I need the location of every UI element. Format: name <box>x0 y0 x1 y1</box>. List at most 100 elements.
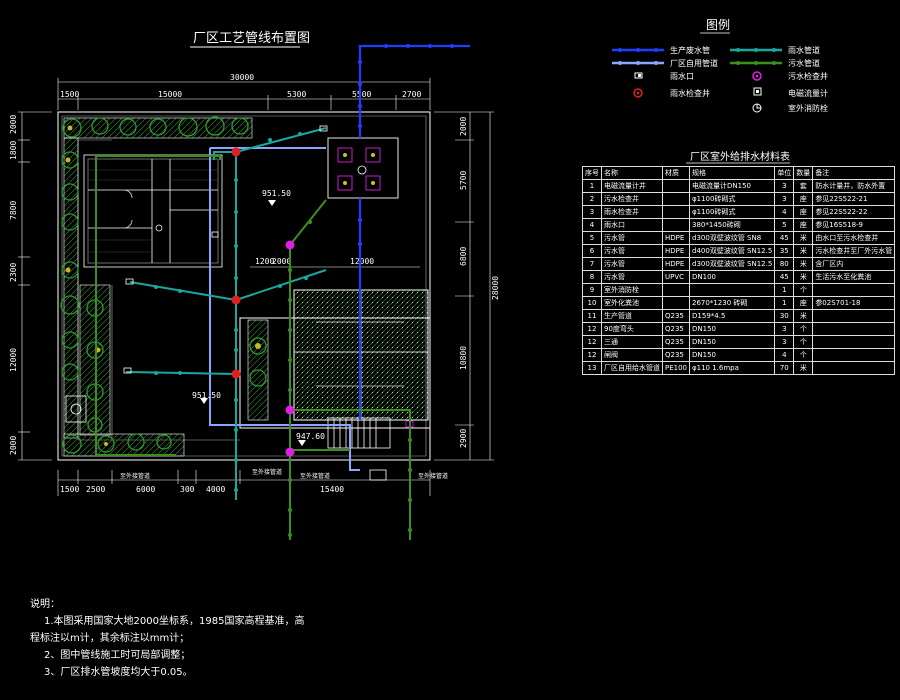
production-pipe-nodes <box>358 44 454 246</box>
planting-strip-bottom <box>63 433 185 457</box>
dim-left-2: 7800 <box>9 201 18 220</box>
dim-mid-0: 1200 <box>255 257 274 266</box>
table-cell: 电磁流量计DN150 <box>689 179 776 193</box>
table-cell: 米 <box>793 257 814 271</box>
table-cell: 4 <box>774 348 795 362</box>
table-cell: D159*4.5 <box>689 309 776 323</box>
col-material: 材质 <box>661 166 691 180</box>
table-cell <box>812 361 896 375</box>
table-cell: 9 <box>582 283 602 297</box>
table-cell: 套 <box>793 179 814 193</box>
table-cell: 6 <box>582 244 602 258</box>
table-cell: 含厂区内 <box>812 257 896 271</box>
self-use-pipe <box>209 147 360 471</box>
dim-left-1: 1800 <box>9 141 18 160</box>
table-cell: 米 <box>793 270 814 284</box>
table-cell: 参见22S522-21 <box>812 192 896 206</box>
equipment-box-left <box>65 395 87 423</box>
svg-text:厂区自用管道: 厂区自用管道 <box>670 58 718 68</box>
table-cell: 座 <box>793 296 814 310</box>
dim-bottom-2: 6000 <box>136 485 155 494</box>
table-cell: Q235 <box>661 348 691 362</box>
notes-line: 程标注以m计，其余标注以mm计； <box>30 633 190 644</box>
table-cell: 35 <box>774 244 795 258</box>
rain-well <box>231 295 241 305</box>
planting-strip-top <box>63 117 253 139</box>
table-cell: 3 <box>774 335 795 349</box>
table-cell: 380*1450砖砌 <box>689 218 776 232</box>
table-cell: PE100 <box>661 361 691 375</box>
table-cell: 个 <box>793 283 814 297</box>
material-table-header: 序号 名称 材质 规格 单位 数量 备注 <box>582 166 896 180</box>
table-cell: 个 <box>793 322 814 336</box>
site-boundary <box>57 111 431 461</box>
table-cell: Q235 <box>661 322 691 336</box>
table-cell: 12 <box>582 335 602 349</box>
bom-title: 厂区室外给排水材料表 <box>690 150 790 163</box>
table-cell <box>812 348 896 362</box>
table-cell: 参见22S522-22 <box>812 205 896 219</box>
table-cell: 4 <box>774 205 795 219</box>
table-cell: 3 <box>774 179 795 193</box>
table-cell: 2 <box>582 192 602 206</box>
right-dimension-lines <box>434 111 494 461</box>
table-cell <box>661 205 691 219</box>
legend-title: 图例 <box>706 18 730 32</box>
col-qty: 单位 <box>774 166 795 180</box>
col-spec: 规格 <box>689 166 776 180</box>
table-cell: UPVC <box>661 270 691 284</box>
table-cell: φ1100砖砌式 <box>689 205 776 219</box>
outlet-annotation-3: 至外接管道 <box>418 472 448 480</box>
elevation-markers <box>200 200 306 446</box>
dim-right-0: 2000 <box>459 117 468 136</box>
table-cell <box>661 218 691 232</box>
table-cell: 个 <box>793 348 814 362</box>
table-cell: 生产管道 <box>601 309 663 323</box>
table-cell: HDPE <box>661 257 691 271</box>
table-cell: 电磁流量计井 <box>601 179 663 193</box>
svg-text:雨水口: 雨水口 <box>670 71 694 81</box>
table-cell: 1 <box>582 179 602 193</box>
dim-right-3: 10800 <box>459 346 468 370</box>
legend-sewage-pipe: 污水管道 <box>730 58 820 68</box>
rain-well <box>231 369 241 379</box>
sewage-well <box>285 405 295 415</box>
svg-text:污水检查井: 污水检查井 <box>788 71 828 81</box>
legend-rain-inlet: 雨水口 <box>634 71 694 81</box>
table-cell: 污水管 <box>601 257 663 271</box>
legend-sewage-well: 污水检查井 <box>752 71 828 81</box>
table-cell: 厂区自用给水管道 <box>601 361 663 375</box>
dim-bottom-3: 300 <box>180 485 195 494</box>
rain-wells <box>231 147 241 379</box>
dim-top-1: 15000 <box>158 90 182 99</box>
outlet-annotation-1: 至外接管道 <box>252 468 282 476</box>
svg-text:雨水检查井: 雨水检查井 <box>670 88 710 98</box>
table-cell: 5 <box>582 231 602 245</box>
table-cell: 雨水口 <box>601 218 663 232</box>
dim-bottom-1: 2500 <box>86 485 105 494</box>
table-cell: 由水口至污水检查井 <box>812 231 896 245</box>
dim-bottom-4: 4000 <box>206 485 225 494</box>
outlet-annotation-2: 至外接管道 <box>300 472 330 480</box>
rain-inlets <box>123 125 414 428</box>
table-cell: 室外化粪池 <box>601 296 663 310</box>
table-cell: 雨水检查井 <box>601 205 663 219</box>
col-seq: 序号 <box>582 166 602 180</box>
table-cell: 闸阀 <box>601 348 663 362</box>
table-cell: 个 <box>793 335 814 349</box>
table-cell: 2670*1230 砖砌 <box>689 296 776 310</box>
table-cell: 13 <box>582 361 602 375</box>
table-cell: 米 <box>793 361 814 375</box>
dim-right-total: 28000 <box>491 276 500 300</box>
table-cell: Q235 <box>661 335 691 349</box>
